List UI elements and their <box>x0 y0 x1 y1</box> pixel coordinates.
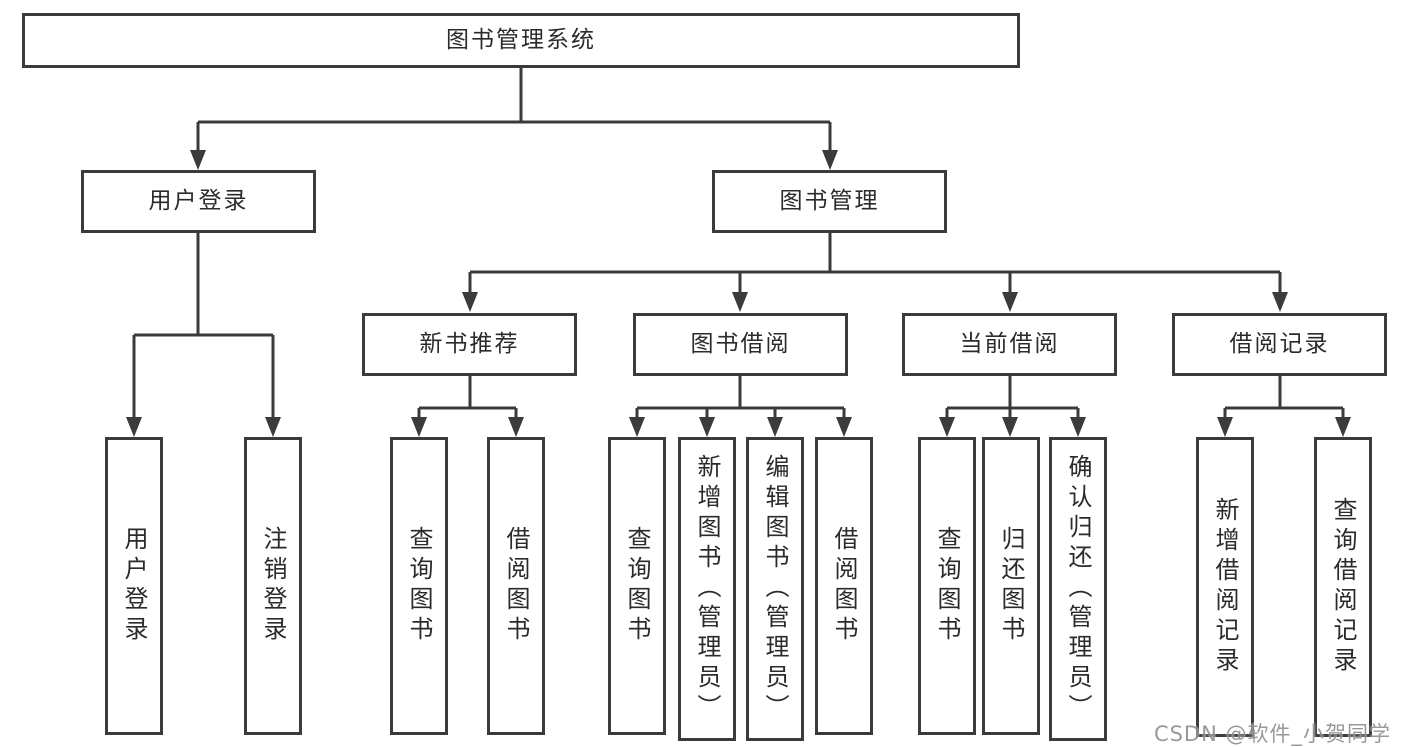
arrowhead <box>699 417 715 437</box>
arrowhead <box>411 417 427 437</box>
arrowhead <box>732 292 748 312</box>
arrowhead <box>190 150 206 170</box>
leaf-borrow-books: 借阅图书 <box>815 437 873 735</box>
leaf-query-books-borrow: 查询图书 <box>608 437 666 735</box>
node-borrow-records: 借阅记录 <box>1172 313 1387 376</box>
leaf-logout: 注销登录 <box>244 437 302 735</box>
arrowhead <box>1217 417 1233 437</box>
arrowhead <box>1335 417 1351 437</box>
node-user-login: 用户登录 <box>81 170 316 233</box>
arrowhead <box>767 417 783 437</box>
node-book-management-system: 图书管理系统 <box>22 13 1020 68</box>
arrowhead <box>1002 417 1018 437</box>
arrowhead <box>462 292 478 312</box>
arrowhead <box>939 417 955 437</box>
node-current-borrow: 当前借阅 <box>902 313 1117 376</box>
leaf-query-borrow-record: 查询借阅记录 <box>1314 437 1372 737</box>
node-new-book-recommend: 新书推荐 <box>362 313 577 376</box>
node-book-management: 图书管理 <box>712 170 947 233</box>
arrowhead <box>1070 417 1086 437</box>
leaf-user-login: 用户登录 <box>105 437 163 735</box>
connector-new-book-to-leaves <box>417 376 518 420</box>
arrowhead <box>1272 292 1288 312</box>
connector-book-borrow-to-leaves <box>635 376 846 420</box>
arrowhead <box>836 417 852 437</box>
connector-book-mgmt-to-level3 <box>468 233 1282 294</box>
leaf-return-books: 归还图书 <box>982 437 1040 735</box>
arrowhead <box>265 417 281 437</box>
arrowhead <box>1002 292 1018 312</box>
arrowhead <box>629 417 645 437</box>
leaf-confirm-return-admin: 确认归还（管理员） <box>1049 437 1107 741</box>
arrowhead <box>822 150 838 170</box>
leaf-query-books-recommend: 查询图书 <box>390 437 448 735</box>
node-book-borrow: 图书借阅 <box>633 313 848 376</box>
arrowhead <box>508 417 524 437</box>
connector-root-to-level2 <box>196 68 832 152</box>
leaf-add-borrow-record: 新增借阅记录 <box>1196 437 1254 737</box>
leaf-borrow-books-recommend: 借阅图书 <box>487 437 545 735</box>
leaf-add-book-admin: 新增图书（管理员） <box>678 437 736 741</box>
connector-borrow-records-to-leaves <box>1223 376 1345 420</box>
connector-user-login-to-leaves <box>132 233 275 420</box>
leaf-edit-book-admin: 编辑图书（管理员） <box>746 437 804 741</box>
leaf-query-books-current: 查询图书 <box>918 437 976 735</box>
arrowhead <box>126 417 142 437</box>
watermark: CSDN @软件_小贺同学 <box>1153 722 1391 746</box>
connector-current-borrow-to-leaves <box>945 376 1080 420</box>
